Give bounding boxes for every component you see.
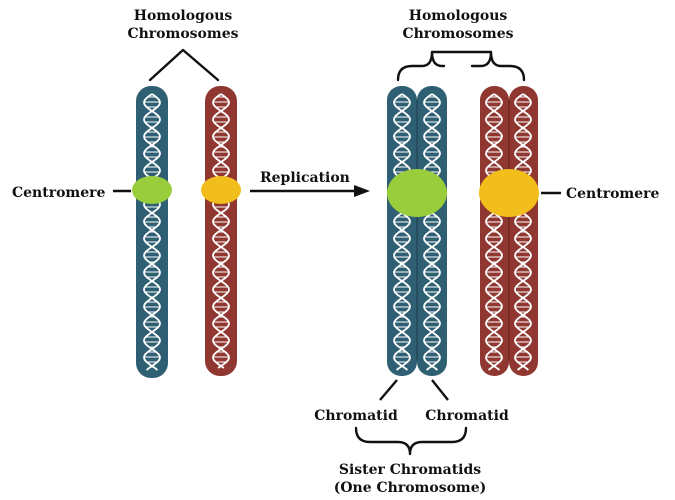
centromere-yellow bbox=[201, 176, 241, 204]
replication-label: Replication bbox=[260, 170, 350, 186]
right-homologous-brace bbox=[396, 50, 526, 82]
right-red-chromosome bbox=[479, 86, 539, 376]
left-red-chromosome bbox=[201, 86, 241, 376]
right-blue-chromosome bbox=[387, 86, 447, 376]
right-title-line1: Homologous bbox=[409, 8, 508, 24]
chromatid-right-label: Chromatid bbox=[425, 408, 509, 424]
chromatid-left-pointer bbox=[379, 379, 398, 401]
sister-chromatids-brace bbox=[354, 426, 468, 456]
chromatid-left-label: Chromatid bbox=[314, 408, 398, 424]
right-title-line2: Chromosomes bbox=[402, 26, 513, 42]
helix-backbone bbox=[212, 93, 230, 369]
left-centromere-label: Centromere bbox=[12, 185, 106, 201]
centromere-green bbox=[387, 169, 447, 217]
right-homologous-title: Homologous Chromosomes bbox=[402, 8, 513, 42]
left-title-line1: Homologous bbox=[134, 8, 233, 24]
replication-arrow-head bbox=[354, 185, 370, 197]
left-homologous-title: Homologous Chromosomes bbox=[127, 8, 238, 42]
helix-strand-right bbox=[423, 93, 441, 371]
centromere-yellow bbox=[479, 169, 539, 217]
right-centromere-label: Centromere bbox=[566, 186, 660, 202]
left-homologous-bracket bbox=[148, 48, 220, 82]
left-blue-chromosome bbox=[132, 86, 172, 378]
helix-backbone bbox=[212, 93, 230, 369]
centromere-green bbox=[132, 176, 172, 204]
left-title-line2: Chromosomes bbox=[127, 26, 238, 42]
sister-chromatids-line2: (One Chromosome) bbox=[334, 480, 487, 496]
chromatid-right-pointer bbox=[431, 379, 449, 401]
sister-chromatids-line1: Sister Chromatids bbox=[339, 462, 481, 478]
